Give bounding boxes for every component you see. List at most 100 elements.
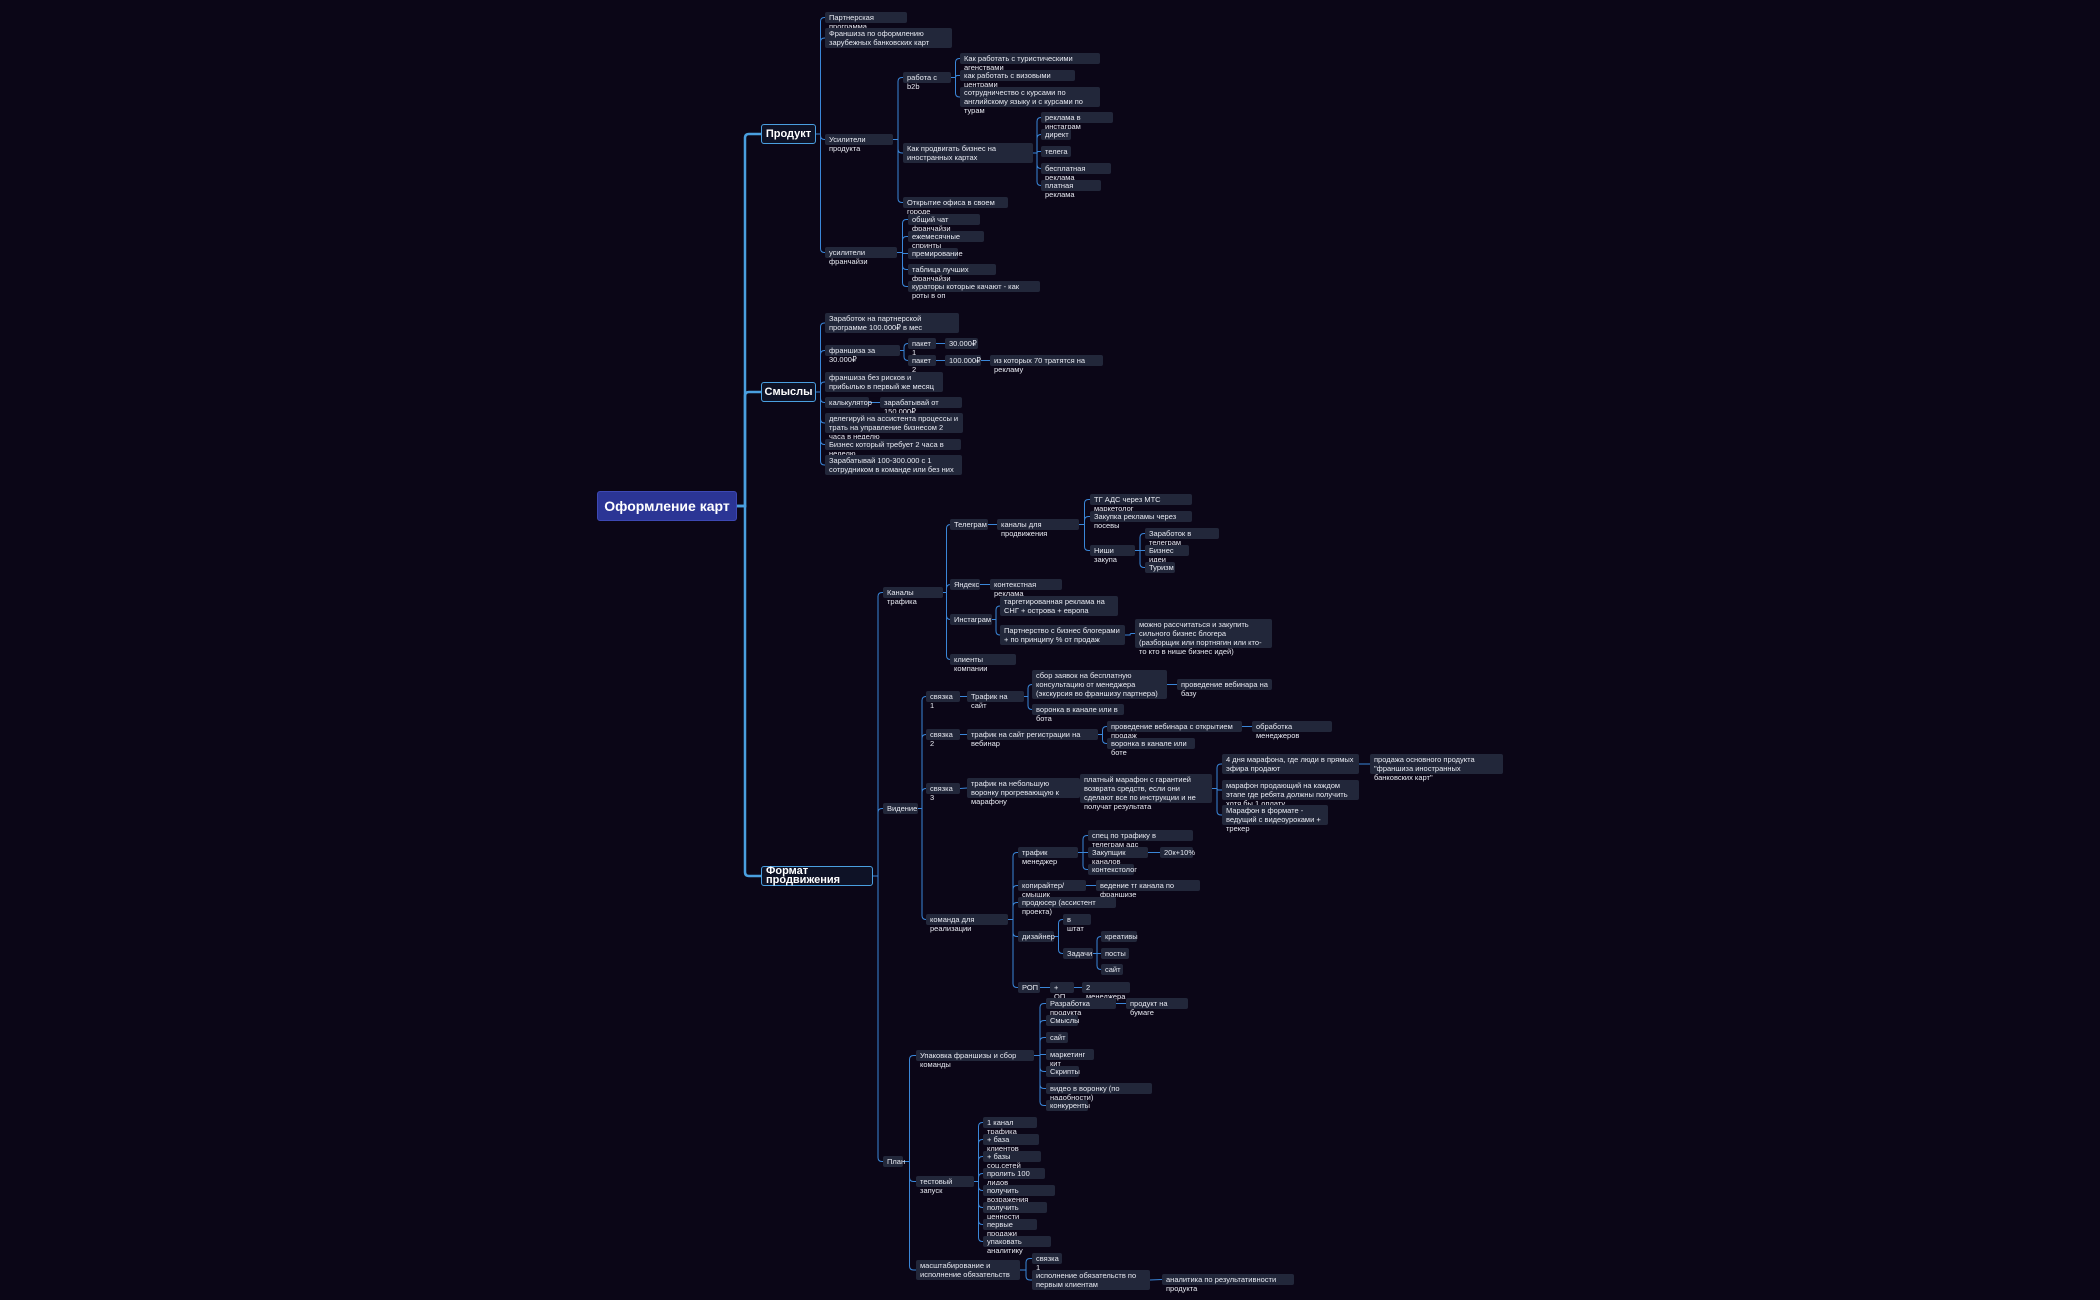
node-tg-promo[interactable]: каналы для продвижения [997, 519, 1079, 538]
node-b2-traffic[interactable]: трафик на сайт регистрации на вебинар [967, 729, 1098, 748]
node-office[interactable]: Открытие офиса в своем городе [903, 197, 1008, 216]
node-b1-leads[interactable]: сбор заявок на бесплатную консультацию о… [1032, 670, 1167, 699]
node-company-clients[interactable]: клиенты компании [950, 654, 1016, 673]
node-pk-competitors[interactable]: конкуренты [1046, 1100, 1090, 1111]
node-b3-each-stage[interactable]: марафон продающий на каждом этапе где ре… [1222, 780, 1359, 808]
node-t-social[interactable]: + базы соц.сетей [983, 1151, 1041, 1170]
node-t-objections[interactable]: получить возражения [983, 1185, 1055, 1204]
node-ds-creatives[interactable]: креативы [1101, 931, 1138, 942]
node-b3-traffic[interactable]: трафик на небольшую воронку прогревающую… [967, 778, 1080, 806]
node-s-obligations[interactable]: исполнение обязательств по первым клиент… [1032, 1270, 1150, 1290]
branch-promotion[interactable]: Формат продвижения [761, 866, 873, 886]
node-b2-funnel[interactable]: воронка в канале или боте [1107, 738, 1195, 757]
node-niche[interactable]: Ниши закупа [1090, 545, 1135, 564]
node-fr-curators[interactable]: кураторы которые качают - как роты в оп [908, 281, 1040, 300]
node-s-analytics[interactable]: аналитика по результативности продукта [1162, 1274, 1294, 1293]
node-pk-meanings[interactable]: Смыслы [1046, 1015, 1079, 1026]
node-pk-paper[interactable]: продукт на бумаге [1126, 998, 1188, 1017]
node-s-bundle1[interactable]: связка 1 [1032, 1253, 1062, 1272]
node-vision[interactable]: Видение [883, 803, 918, 814]
node-b2-webinar[interactable]: проведение вебинара с открытием продаж [1107, 721, 1242, 740]
node-bundle3[interactable]: связка 3 [926, 783, 960, 802]
node-niche-biz[interactable]: Бизнес идеи [1145, 545, 1189, 564]
node-t-values[interactable]: получить ценности [983, 1202, 1047, 1221]
node-pk-scripts[interactable]: Скрипты [1046, 1066, 1080, 1077]
node-tm-spec[interactable]: спец по трафику в телеграм адс [1088, 830, 1193, 849]
node-b2b-visa[interactable]: как работать с визовыми центрами [960, 70, 1075, 89]
node-b1-traffic[interactable]: Трафик на сайт [967, 691, 1024, 710]
node-cw-tg[interactable]: ведение тг канала по франшизе [1096, 880, 1200, 899]
node-b2b-tour[interactable]: Как работать с туристическими агенствами [960, 53, 1100, 72]
node-designer[interactable]: дизайнер [1018, 931, 1055, 942]
node-t-base[interactable]: + база клиентов [983, 1134, 1039, 1153]
node-calc-earn[interactable]: зарабатывай от 150.000₽ [880, 397, 962, 416]
node-b2b[interactable]: работа с b2b [903, 72, 951, 91]
node-team[interactable]: команда для реализации [926, 914, 1008, 933]
node-pk-site[interactable]: сайт [1046, 1032, 1068, 1043]
node-b3-format[interactable]: Марафон в формате - ведущий с видеоурока… [1222, 805, 1328, 833]
node-fr-sprints[interactable]: ежемесячные спринты [908, 231, 984, 250]
node-scaling[interactable]: масштабирование и исполнение обязательст… [916, 1260, 1020, 1280]
node-pack2[interactable]: пакет 2 [908, 355, 936, 374]
node-ds-staff[interactable]: в штат [1063, 914, 1091, 933]
node-franchise-30[interactable]: франшиза за 30.000₽ [825, 345, 900, 364]
node-pack2-price[interactable]: 100.000₽ [945, 355, 981, 366]
node-ig-partner[interactable]: Партнерство с бизнес блогерами + по прин… [1000, 625, 1125, 645]
node-t-sales[interactable]: первые продажи [983, 1219, 1037, 1238]
node-tg-buy[interactable]: Закупка рекламы через посевы [1090, 511, 1192, 530]
node-earn-partner[interactable]: Заработок на партнерской программе 100.0… [825, 313, 959, 333]
node-promo-telega[interactable]: телега [1041, 146, 1071, 157]
node-b1-funnel[interactable]: воронка в канале или в бота [1032, 704, 1124, 723]
node-bundle1[interactable]: связка 1 [926, 691, 960, 710]
node-rop-op[interactable]: + ОП [1050, 982, 1074, 1001]
node-yandex[interactable]: Яндекс [950, 579, 980, 590]
node-t-analytics[interactable]: упаковать аналитику [983, 1236, 1051, 1255]
node-franchise-cards[interactable]: Франшиза по оформлению зарубежных банков… [825, 28, 952, 48]
node-telegram[interactable]: Телеграм [950, 519, 988, 530]
node-earn-100-300[interactable]: Зарабатывай 100-300.000 с 1 сотрудником … [825, 455, 962, 475]
node-channels[interactable]: Каналы трафика [883, 587, 943, 606]
node-packaging[interactable]: Упаковка франшизы и сбор команды [916, 1050, 1034, 1069]
node-two-hours[interactable]: Бизнес который требует 2 часа в неделю [825, 439, 961, 458]
node-fr-awards[interactable]: премирование [908, 248, 963, 259]
node-plan[interactable]: План [883, 1156, 905, 1167]
node-fr-table[interactable]: таблица лучших франчайзи [908, 264, 996, 283]
node-tm-buy-pay[interactable]: 20к+10% [1160, 847, 1195, 858]
node-b3-marathon[interactable]: платный марафон с гарантией возврата сре… [1080, 774, 1212, 811]
node-tm-buy[interactable]: Закупщик каналов [1088, 847, 1148, 866]
node-promo-free[interactable]: бесплатная реклама [1041, 163, 1111, 182]
node-pack1[interactable]: пакет 1 [908, 338, 936, 357]
node-promo-insta[interactable]: реклама в инстаграм [1041, 112, 1113, 131]
node-ds-tasks[interactable]: Задачи [1063, 948, 1093, 959]
node-t-channel[interactable]: 1 канал трафика [983, 1117, 1037, 1136]
node-pk-kit[interactable]: маркетинг кит [1046, 1049, 1094, 1068]
branch-meanings[interactable]: Смыслы [761, 382, 816, 402]
node-delegate[interactable]: делегируй на ассистента процессы и трать… [825, 413, 963, 441]
node-ds-posts[interactable]: посты [1101, 948, 1129, 959]
node-promo-foreign[interactable]: Как продвигать бизнес на иностранных кар… [903, 143, 1033, 163]
node-tm-ctx[interactable]: контекстолог [1088, 864, 1137, 875]
node-promo-direct[interactable]: директ [1041, 129, 1071, 140]
node-traffic-mgr[interactable]: трафик менеджер [1018, 847, 1078, 866]
node-t-100[interactable]: пролить 100 лидов [983, 1168, 1045, 1187]
node-pack1-price[interactable]: 30.000₽ [945, 338, 978, 349]
node-b2b-courses[interactable]: сотрудничество с курсами по английскому … [960, 87, 1100, 115]
node-fr-chat[interactable]: общий чат франчайзи [908, 214, 980, 233]
node-pk-video[interactable]: видео в воронку (по надобности) [1046, 1083, 1152, 1102]
node-ds-site[interactable]: сайт [1101, 964, 1123, 975]
node-franchisee-amp[interactable]: усилители франчайзи [825, 247, 897, 266]
node-calculator[interactable]: калькулятор [825, 397, 872, 408]
node-ig-partner-note[interactable]: можно рассчитаться и закупить сильного б… [1135, 619, 1272, 656]
node-bundle2[interactable]: связка 2 [926, 729, 960, 748]
node-niche-earn[interactable]: Заработок в телеграм [1145, 528, 1219, 547]
node-copywriter[interactable]: копирайтер/смыщик [1018, 880, 1086, 899]
node-test[interactable]: тестовый запуск [916, 1176, 974, 1195]
branch-product[interactable]: Продукт [761, 124, 816, 144]
node-b1-webinar[interactable]: проведение вебинара на базу [1177, 679, 1272, 698]
node-b2-managers[interactable]: обработка менеджеров [1252, 721, 1332, 740]
node-amplifiers[interactable]: Усилители продукта [825, 134, 893, 153]
node-no-risk[interactable]: франшиза без рисков и прибылью в первый … [825, 372, 943, 392]
node-ig-target[interactable]: таргетированная реклама на СНГ + острова… [1000, 596, 1118, 616]
node-producer[interactable]: продюсер (ассистент проекта) [1018, 897, 1116, 916]
node-b3-4days[interactable]: 4 дня марафона, где люди в прямых эфира … [1222, 754, 1359, 774]
